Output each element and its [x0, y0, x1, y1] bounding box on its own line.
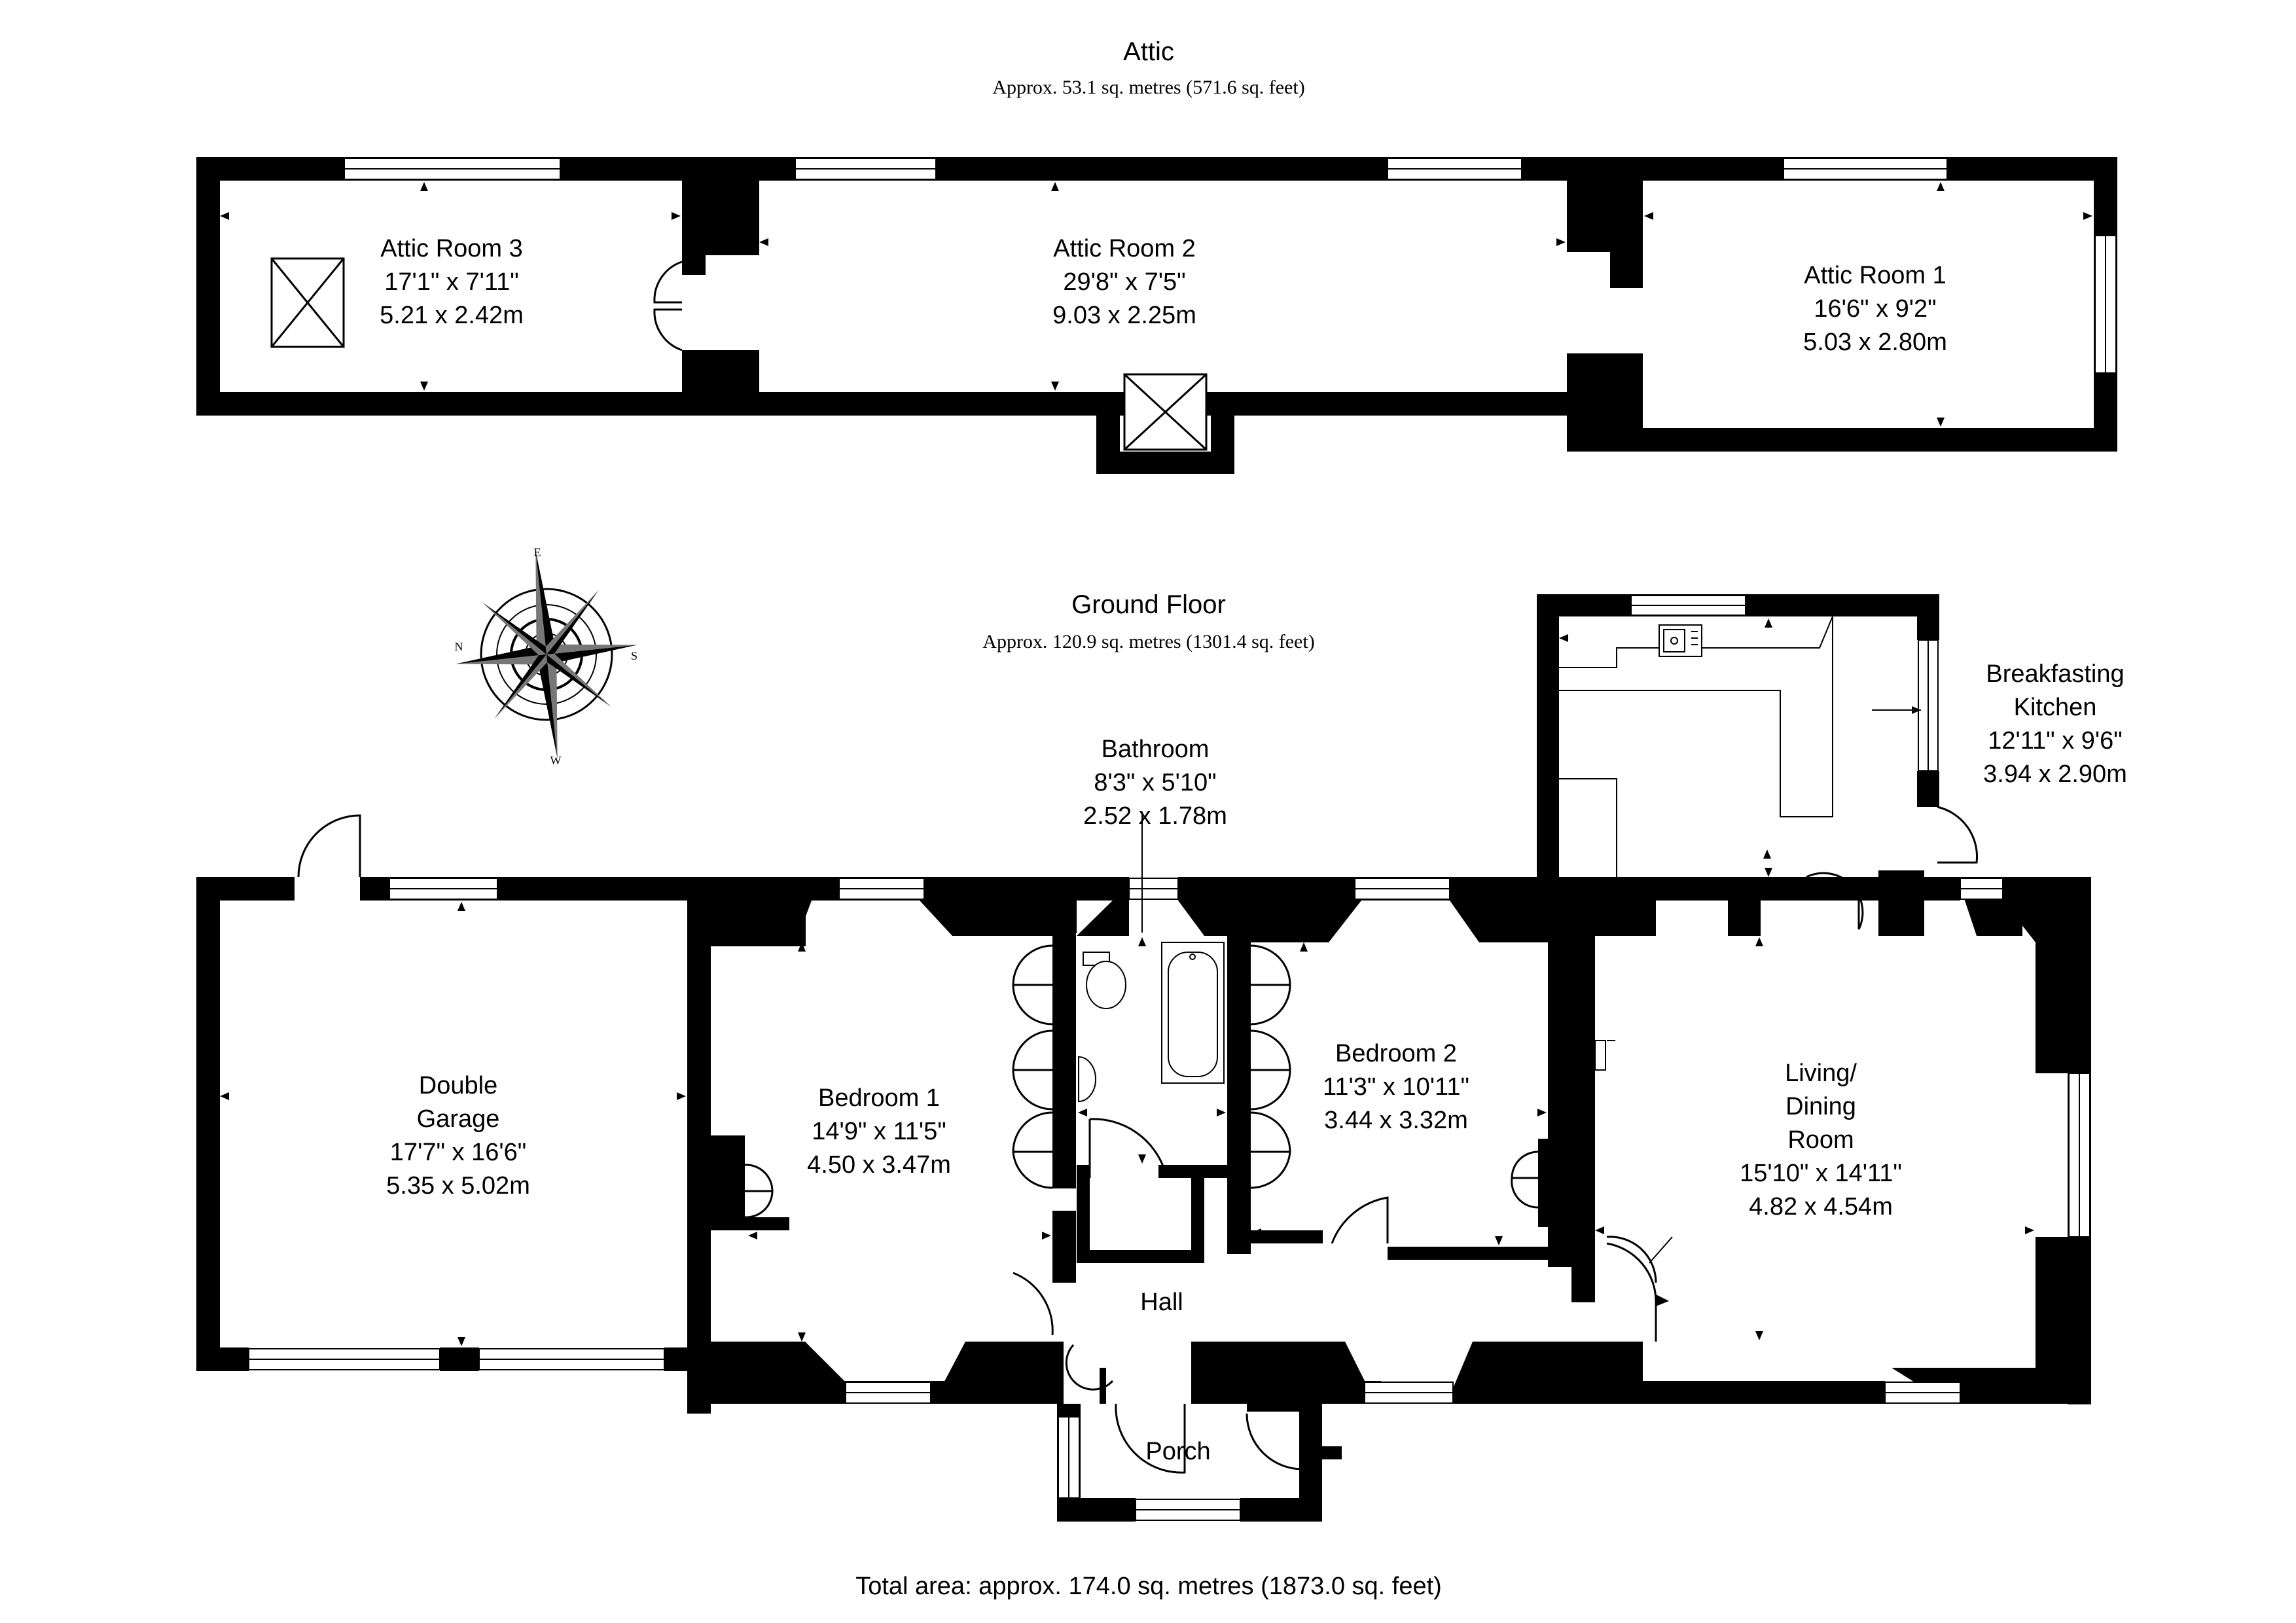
kitchen-units [1559, 616, 1833, 877]
compass-letter-w: W [550, 754, 562, 767]
attic-title: Attic [1123, 37, 1174, 66]
room-label-garage: Double Garage 17'7" x 16'6" 5.35 x 5.02m [386, 1072, 530, 1200]
room-name: Double [419, 1072, 497, 1099]
room-dimensions-metric: 5.21 x 2.42m [380, 302, 524, 329]
dimension-arrows [220, 618, 2034, 1346]
door-icons [297, 814, 1864, 1474]
room-name-2: Dining [1785, 1093, 1856, 1120]
room-label-living-dining: Living/ Dining Room 15'10" x 14'11" 4.82… [1740, 1060, 1902, 1221]
room-dimensions-metric: 9.03 x 2.25m [1052, 302, 1196, 329]
room-label-bedroom-1: Bedroom 1 14'9" x 11'5" 4.50 x 3.47m [807, 1084, 951, 1179]
room-label-porch: Porch [1145, 1438, 1210, 1465]
room-dimensions-metric: 3.94 x 2.90m [1983, 760, 2127, 788]
room-dimensions-imperial: 16'6" x 9'2" [1814, 295, 1936, 323]
room-name: Porch [1145, 1438, 1210, 1465]
room-label-kitchen: Breakfasting Kitchen 12'11" x 9'6" 3.94 … [1983, 660, 2127, 788]
room-label-bedroom-2: Bedroom 2 11'3" x 10'11" 3.44 x 3.32m [1323, 1040, 1469, 1134]
sink-icon [1659, 624, 1702, 657]
room-dimensions-imperial: 17'7" x 16'6" [390, 1139, 526, 1166]
room-label-attic-room-3: Attic Room 3 17'1" x 7'11" 5.21 x 2.42m [380, 235, 524, 329]
room-name-2: Kitchen [2014, 694, 2097, 721]
room-dimensions-imperial: 12'11" x 9'6" [1988, 727, 2123, 755]
room-name: Bedroom 2 [1335, 1040, 1457, 1067]
toilet-icon [1083, 952, 1126, 1009]
room-dimensions-metric: 5.35 x 5.02m [386, 1172, 530, 1200]
entrance-arrow-icon [1306, 1438, 1342, 1467]
room-dimensions-imperial: 29'8" x 7'5" [1063, 268, 1185, 296]
room-name-3: Room [1787, 1126, 1854, 1154]
room-dimensions-metric: 2.52 x 1.78m [1083, 802, 1227, 830]
attic-area: Approx. 53.1 sq. metres (571.6 sq. feet) [992, 77, 1304, 98]
basin-icon [1078, 1056, 1096, 1103]
room-name: Attic Room 3 [380, 235, 523, 262]
room-name: Living/ [1785, 1060, 1857, 1087]
room-name: Hall [1140, 1289, 1183, 1316]
compass-letter-e: E [534, 546, 541, 559]
room-dimensions-imperial: 11'3" x 10'11" [1323, 1073, 1469, 1101]
attic-header: Attic Approx. 53.1 sq. metres (571.6 sq.… [992, 37, 1304, 98]
kitchen-door-icon [1937, 806, 1978, 864]
room-name: Attic Room 2 [1053, 235, 1196, 262]
room-dimensions-imperial: 14'9" x 11'5" [812, 1118, 946, 1145]
ground-floor-header: Ground Floor Approx. 120.9 sq. metres (1… [982, 590, 1314, 652]
dimension-arrows [220, 182, 2092, 427]
room-name: Bathroom [1102, 736, 1210, 763]
room-dimensions-imperial: 15'10" x 14'11" [1740, 1160, 1902, 1187]
compass-rose: E S W N [455, 546, 638, 767]
room-label-attic-room-1: Attic Room 1 16'6" x 9'2" 5.03 x 2.80m [1803, 262, 1947, 356]
room-label-hall: Hall [1140, 1289, 1183, 1316]
skylight-icon [1123, 373, 1208, 451]
skylight-icon [270, 257, 345, 348]
ground-floor [196, 594, 2091, 1522]
room-dimensions-metric: 5.03 x 2.80m [1803, 329, 1947, 356]
total-area: Total area: approx. 174.0 sq. metres (18… [855, 1573, 1442, 1600]
room-dimensions-metric: 4.50 x 3.47m [807, 1151, 951, 1179]
attic-floor [196, 157, 2117, 474]
room-name-2: Garage [417, 1105, 500, 1133]
room-label-attic-room-2: Attic Room 2 29'8" x 7'5" 9.03 x 2.25m [1052, 235, 1196, 329]
ground-floor-title: Ground Floor [1071, 590, 1226, 619]
room-dimensions-metric: 3.44 x 3.32m [1324, 1107, 1468, 1134]
room-dimensions-imperial: 8'3" x 5'10" [1094, 769, 1216, 796]
compass-letter-n: N [455, 640, 463, 653]
room-name: Breakfasting [1986, 660, 2124, 688]
room-dimensions-metric: 4.82 x 4.54m [1749, 1193, 1893, 1221]
room-label-bathroom: Bathroom 8'3" x 5'10" 2.52 x 1.78m [1083, 736, 1227, 830]
room-name: Bedroom 1 [818, 1084, 940, 1112]
room-name: Attic Room 1 [1804, 262, 1946, 289]
double-door-icon [653, 260, 683, 351]
room-dimensions-imperial: 17'1" x 7'11" [384, 268, 519, 296]
bathtub-icon [1161, 942, 1225, 1084]
compass-letter-s: S [631, 649, 637, 662]
ground-floor-area: Approx. 120.9 sq. metres (1301.4 sq. fee… [982, 631, 1314, 652]
wardrobe-doors [744, 944, 1053, 1219]
wardrobe-doors [1250, 944, 1539, 1209]
